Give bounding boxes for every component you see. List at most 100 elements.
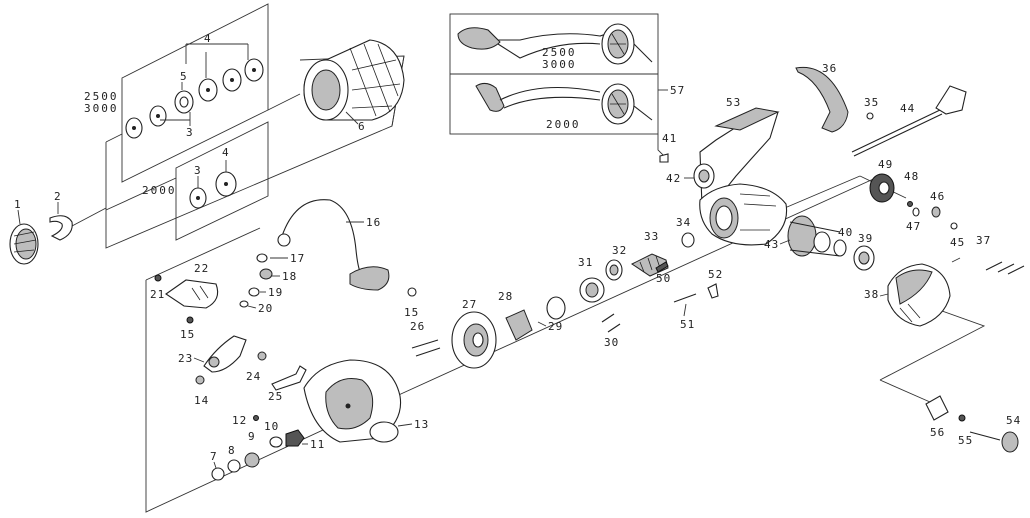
callout-5: 5 [180,70,188,83]
part-22-bail-arm [165,279,219,309]
small-hardware-left [154,253,417,421]
part-16-bail-wire [277,199,390,291]
part-43-drive-gear [787,215,841,257]
callout-11: 11 [310,438,325,451]
callout-13: 13 [414,418,429,431]
callout-25: 25 [268,390,283,403]
part-44-main-shaft [851,85,967,157]
callout-4b: 4 [222,146,230,159]
callout-34: 34 [676,216,691,229]
part-32-bearing [605,259,623,281]
callout-29: 29 [548,320,563,333]
callout-2: 2 [54,190,62,203]
callout-31: 31 [578,256,593,269]
part-2-clip [49,215,73,241]
callout-7: 7 [210,450,218,463]
callout-15b: 15 [404,306,419,319]
handle-label-3000: 3000 [542,58,577,71]
variant-label-3000: 3000 [84,102,119,115]
callout-10: 10 [264,420,279,433]
callout-12: 12 [232,414,247,427]
callout-53: 53 [726,96,741,109]
part-callouts: 1 2 3 4 5 3 4 6 7 8 9 10 11 12 13 14 15 … [14,32,1021,469]
callout-36: 36 [822,62,837,75]
part-35-41-small [659,112,874,163]
callout-33: 33 [644,230,659,243]
callout-23: 23 [178,352,193,365]
rotor-washers [211,429,305,481]
callout-22: 22 [194,262,209,275]
callout-15a: 15 [180,328,195,341]
callout-3a: 3 [186,126,194,139]
part-36-side-cover [795,66,849,133]
callout-32: 32 [612,244,627,257]
part-31-bearing-retainer [579,277,605,303]
part-28-pinion-nut [505,309,533,341]
callout-55: 55 [958,434,973,447]
part-30-screws [601,313,621,333]
parts-54-56-rear [925,395,1019,453]
callout-9: 9 [248,430,256,443]
callout-57: 57 [670,84,685,97]
part-49-oscillation-gear [869,173,895,203]
callout-49: 49 [878,158,893,171]
part-40-39-bearings [833,239,875,271]
part-27-rotor-plate [451,311,497,369]
callout-19: 19 [268,286,283,299]
part-1-bail-knob [9,223,39,265]
callout-20: 20 [258,302,273,315]
callout-41: 41 [662,132,677,145]
part-6-spool [303,39,405,125]
part-26-screws [411,339,441,357]
callout-30: 30 [604,336,619,349]
callout-47: 47 [906,220,921,233]
handle-assembly-small [475,82,653,125]
callout-1: 1 [14,198,22,211]
part-23-bail-arm-lower [203,335,247,373]
callout-38: 38 [864,288,879,301]
callout-16: 16 [366,216,381,229]
spool-washers-small [189,160,237,209]
callout-50: 50 [656,272,671,285]
callout-28: 28 [498,290,513,303]
callout-6: 6 [358,120,366,133]
callout-8: 8 [228,444,236,457]
callout-52: 52 [708,268,723,281]
callout-42: 42 [666,172,681,185]
handle-label-2500: 2500 [542,46,577,59]
callout-46: 46 [930,190,945,203]
parts-45-48-small [907,201,958,230]
callout-44: 44 [900,102,915,115]
part-38-rotor-housing [887,263,951,327]
callout-51: 51 [680,318,695,331]
callout-3b: 3 [194,164,202,177]
group-frames [71,3,986,513]
part-53-body [699,107,788,246]
callout-4a: 4 [204,32,212,45]
handle-assembly-big [457,23,653,65]
callout-27: 27 [462,298,477,311]
callout-43: 43 [764,238,779,251]
callout-56: 56 [930,426,945,439]
callout-24: 24 [246,370,261,383]
callout-54: 54 [1006,414,1021,427]
spool-washers-big [125,43,264,139]
variant-label-2000: 2000 [142,184,177,197]
part-42-bearing [693,163,715,189]
variant-labels: 2500 3000 2000 2500 3000 2000 [84,46,581,197]
part-34-collar [681,232,695,248]
part-25-trip-lever [271,365,307,391]
callout-14: 14 [194,394,209,407]
callout-26: 26 [410,320,425,333]
callout-37: 37 [976,234,991,247]
callout-17: 17 [290,252,305,265]
part-37-screws [985,261,1025,275]
callout-18: 18 [282,270,297,283]
callout-48: 48 [904,170,919,183]
handle-label-2000: 2000 [546,118,581,131]
callout-21: 21 [150,288,165,301]
part-29-bearing [546,296,566,320]
callout-35: 35 [864,96,879,109]
